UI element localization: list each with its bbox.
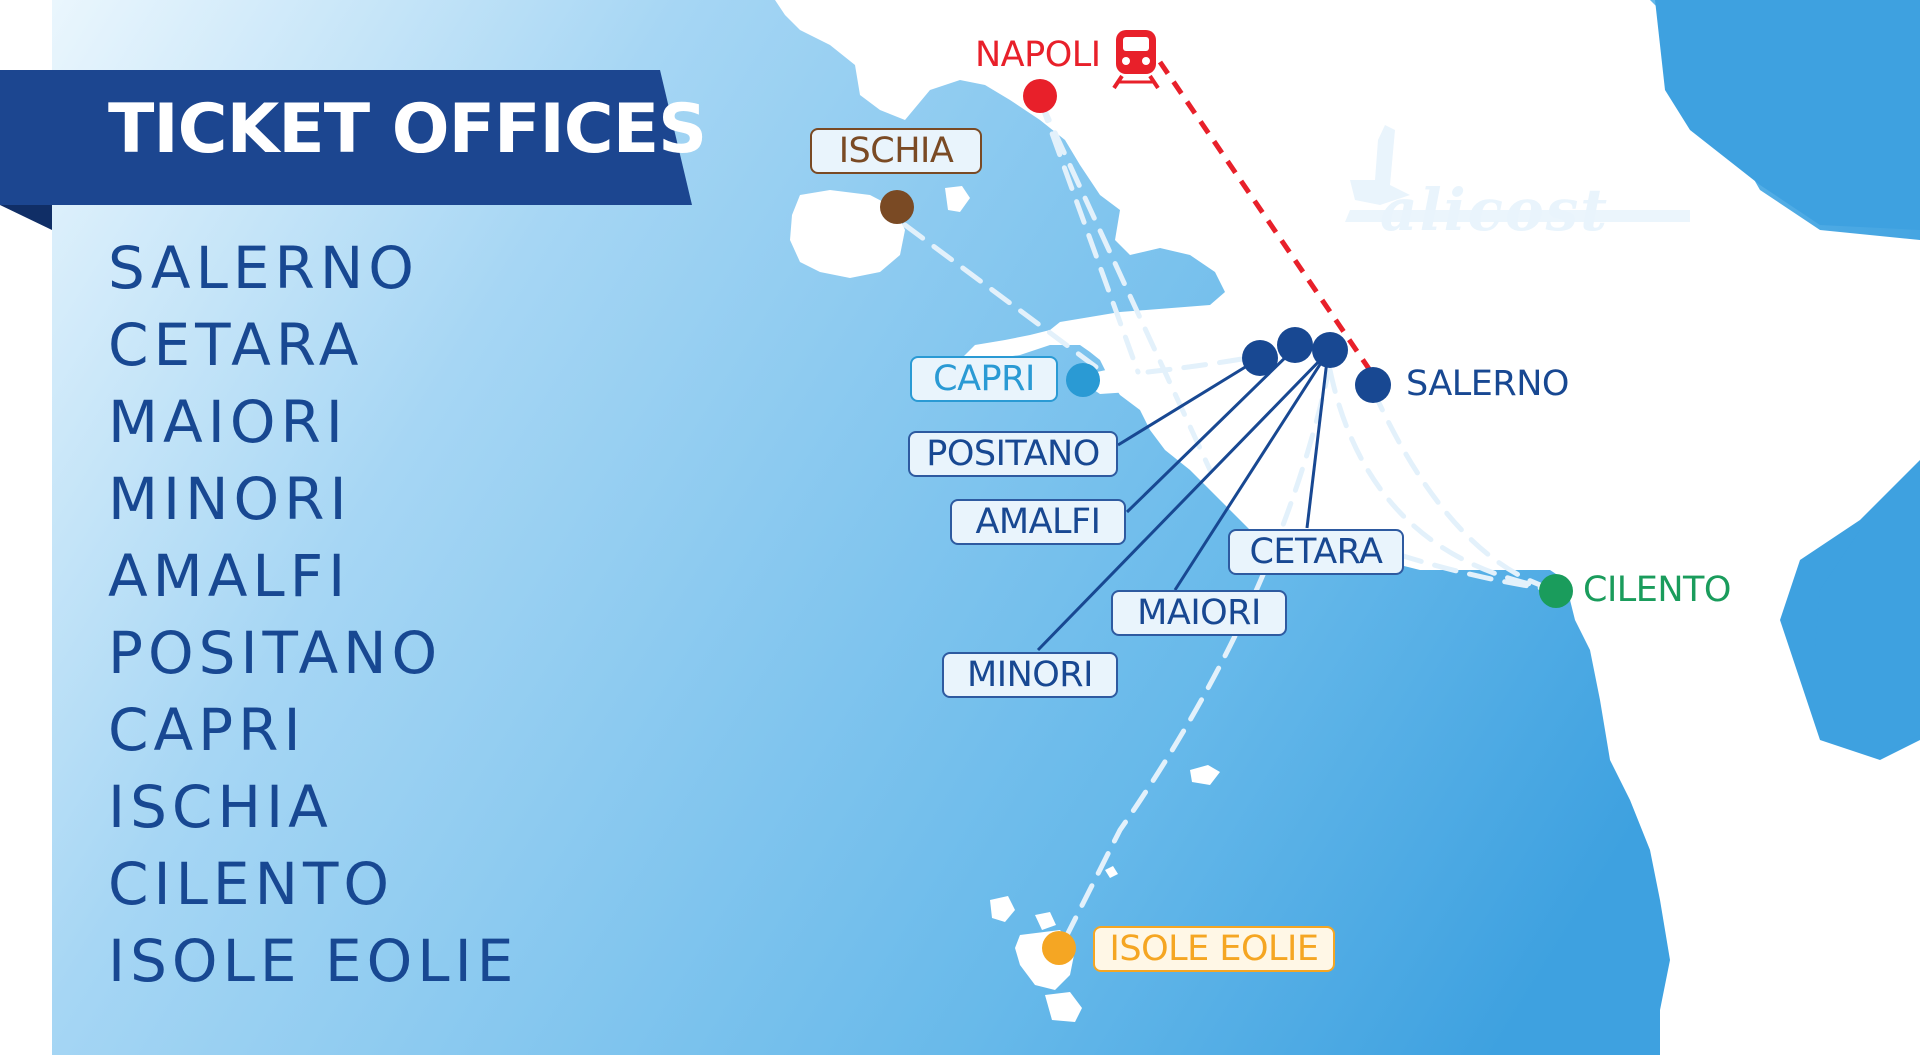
label-napoli[interactable]: NAPOLI xyxy=(975,35,1101,75)
office-list-item: ISCHIA xyxy=(108,773,333,841)
marker-amalfi[interactable] xyxy=(1277,327,1313,363)
leader-minori xyxy=(1036,350,1330,652)
capri-island xyxy=(1088,368,1148,394)
title-banner xyxy=(0,70,692,205)
label-isole-eolie[interactable]: ISOLE EOLIE xyxy=(1093,926,1335,972)
small-island-1 xyxy=(1190,765,1220,785)
ischia-island xyxy=(790,190,905,278)
office-list-item: CILENTO xyxy=(108,850,395,918)
eolie-island-1 xyxy=(990,896,1015,922)
alicost-logo-icon xyxy=(1350,125,1410,205)
eolie-island-2 xyxy=(1035,912,1056,930)
office-list-item: POSITANO xyxy=(108,619,443,687)
marker-positano[interactable] xyxy=(1242,340,1278,376)
leader-maiori xyxy=(1173,351,1330,591)
office-list-item: CAPRI xyxy=(108,696,306,764)
marker-ischia[interactable] xyxy=(880,190,914,224)
office-list-item: ISOLE EOLIE xyxy=(108,927,519,995)
label-capri[interactable]: CAPRI xyxy=(910,356,1058,402)
sea-inlet xyxy=(1655,0,1920,230)
label-cetara[interactable]: CETARA xyxy=(1228,529,1404,575)
route-cetara-cilento xyxy=(1397,552,1558,593)
office-list-item: MAIORI xyxy=(108,388,348,456)
title-banner-shadow xyxy=(0,205,52,230)
office-list-item: MINORI xyxy=(108,465,352,533)
leader-cetara xyxy=(1305,351,1330,529)
procida-island xyxy=(945,186,970,212)
leader-lines xyxy=(1036,348,1330,652)
leader-positano xyxy=(1117,356,1261,447)
route-salerno-cilento xyxy=(1370,387,1558,593)
mainland xyxy=(775,0,1920,1055)
route-coast-cilento xyxy=(1327,367,1563,593)
train-icon xyxy=(1112,30,1160,90)
office-list-item: SALERNO xyxy=(108,234,419,302)
marker-cilento[interactable] xyxy=(1539,574,1573,608)
eolie-island-4 xyxy=(1045,992,1082,1022)
office-list-item: AMALFI xyxy=(108,542,351,610)
label-minori[interactable]: MINORI xyxy=(942,652,1118,698)
route-napoli-capri xyxy=(1037,97,1141,375)
office-list-item: CETARA xyxy=(108,311,364,379)
marker-napoli[interactable] xyxy=(1023,79,1057,113)
sea-east xyxy=(1815,470,1920,750)
page-title: TICKET OFFICES xyxy=(108,90,707,169)
marker-maiori[interactable] xyxy=(1312,332,1348,368)
small-island-2 xyxy=(1105,866,1118,878)
leader-amalfi xyxy=(1125,348,1295,514)
label-amalfi[interactable]: AMALFI xyxy=(950,499,1126,545)
label-ischia[interactable]: ISCHIA xyxy=(810,128,982,174)
ticket-office-list: SALERNO CETARA MAIORI MINORI AMALFI POSI… xyxy=(108,230,518,1000)
label-positano[interactable]: POSITANO xyxy=(908,431,1118,477)
marker-salerno[interactable] xyxy=(1355,367,1391,403)
marker-capri[interactable] xyxy=(1066,363,1100,397)
route-napoli-salerno-train xyxy=(1157,60,1383,387)
alicost-logo-stripe xyxy=(1345,210,1690,222)
label-salerno[interactable]: SALERNO xyxy=(1406,364,1569,404)
alicost-logo: alicost xyxy=(1380,176,1610,244)
label-maiori[interactable]: MAIORI xyxy=(1111,590,1287,636)
route-ischia-capri xyxy=(902,222,1103,373)
route-napoli-amalfi xyxy=(1037,97,1213,473)
marker-eolie[interactable] xyxy=(1042,931,1076,965)
label-cilento[interactable]: CILENTO xyxy=(1583,570,1731,610)
